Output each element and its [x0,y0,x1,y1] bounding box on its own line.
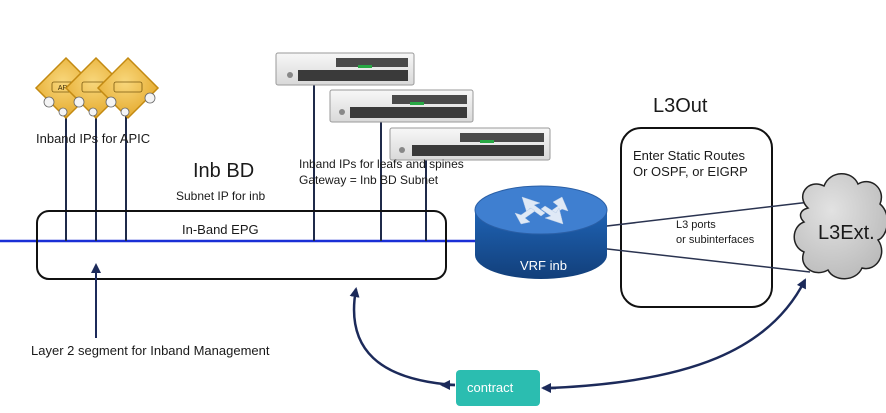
inband-ips-leafs-label: Inband IPs for leafs and spines [299,157,464,171]
l3out-title: L3Out [653,95,708,117]
contract-arrow-left [349,287,456,387]
network-switch-icon [329,89,474,123]
layer2-segment-label: Layer 2 segment for Inband Management [31,343,270,358]
l3ext-label: L3Ext. [818,222,875,244]
vrf-label: VRF inb [520,258,567,273]
l3-ports-label: L3 ports [676,219,716,231]
in-band-epg-box [36,210,447,280]
contract-box [456,370,540,406]
contract-arrow-right [549,278,807,390]
inband-ips-apic-label: Inband IPs for APIC [36,131,151,146]
l3out-box [620,127,773,308]
router-icon [474,185,608,279]
static-routes-label: Enter Static Routes [633,148,745,163]
gateway-label: Gateway = Inb BD Subnet [299,173,439,187]
inb-bd-title: Inb BD [193,160,255,182]
network-switch-icon [389,127,551,161]
network-switch-icon [275,52,415,86]
ospf-eigrp-label: Or OSPF, or EIGRP [633,164,748,179]
l3-link-lower [589,246,811,273]
subinterfaces-label: or subinterfaces [676,234,755,246]
cloud-icon [793,173,886,280]
apic-controller-icon [96,56,160,120]
contract-label: contract [467,380,514,395]
in-band-epg-label: In-Band EPG [182,222,259,237]
l3-link-upper [589,201,811,229]
subnet-ip-label: Subnet IP for inb [176,189,266,203]
